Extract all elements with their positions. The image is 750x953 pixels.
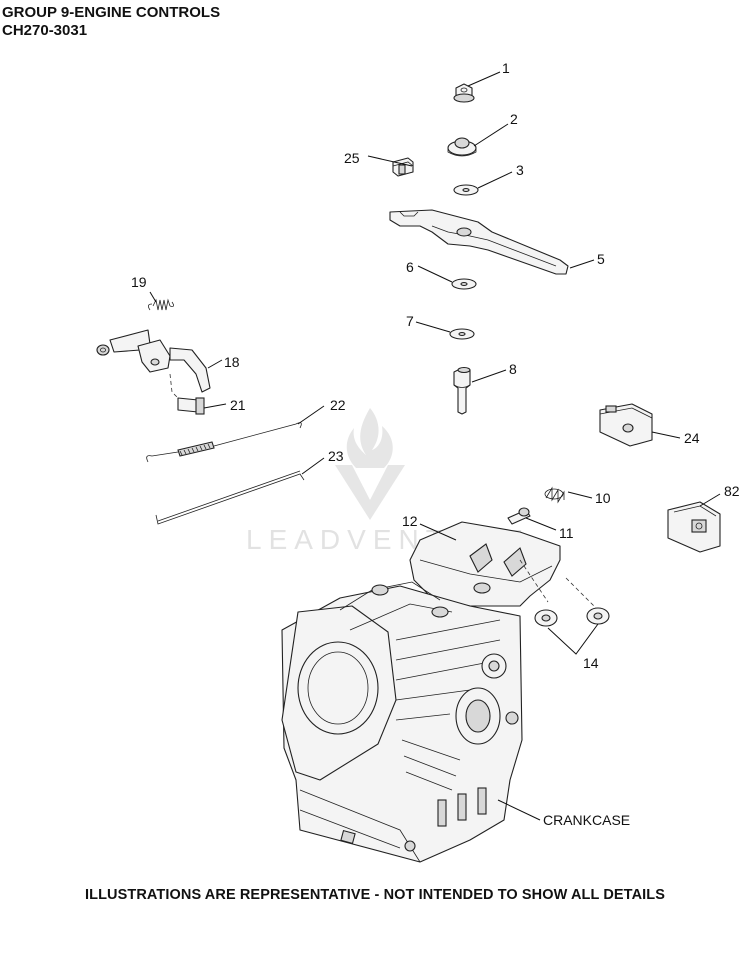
callout-8: 8 [509, 361, 517, 377]
callout-labels: 1 2 3 5 6 7 8 10 11 12 14 18 19 21 22 23… [131, 60, 740, 828]
leader-lines [149, 71, 721, 821]
part-1-nut [453, 83, 475, 103]
callout-3: 3 [516, 162, 524, 178]
callout-2: 2 [510, 111, 518, 127]
callout-11: 11 [559, 525, 574, 541]
callout-crankcase: CRANKCASE [543, 812, 630, 828]
callout-6: 6 [406, 259, 414, 275]
part-5-lever [389, 209, 569, 275]
callout-12: 12 [402, 513, 418, 529]
part-3-washer [453, 184, 479, 196]
page-title: GROUP 9-ENGINE CONTROLS [2, 4, 221, 21]
part-12-control-bracket [409, 521, 597, 609]
part-7-washer [449, 328, 475, 340]
part-24-bracket [599, 403, 653, 447]
part-22-spring-rod [146, 422, 302, 463]
callout-22: 22 [330, 397, 346, 413]
callout-14: 14 [583, 655, 599, 671]
part-8-shaft [453, 366, 471, 415]
part-2-spacer [447, 137, 477, 157]
part-11-bolt [507, 507, 531, 525]
part-82-bracket [667, 501, 721, 553]
callout-24: 24 [684, 430, 700, 446]
part-21-pin [177, 397, 205, 415]
callout-1: 1 [502, 60, 510, 76]
part-19-spring [148, 298, 174, 311]
callout-21: 21 [230, 397, 246, 413]
callout-82: 82 [724, 483, 740, 499]
callout-7: 7 [406, 313, 414, 329]
callout-19: 19 [131, 274, 147, 290]
part-18-lever-assembly [96, 329, 211, 399]
part-14-grommets [534, 607, 610, 627]
part-25-clip [392, 157, 414, 177]
callout-23: 23 [328, 448, 344, 464]
part-6-washer [451, 278, 477, 290]
part-23-rod [155, 470, 305, 525]
callout-25: 25 [344, 150, 360, 166]
callout-5: 5 [597, 251, 605, 267]
model-number: CH270-3031 [2, 22, 88, 39]
crankcase-assembly [281, 581, 523, 863]
part-10-spring [544, 486, 565, 504]
callout-10: 10 [595, 490, 611, 506]
callout-18: 18 [224, 354, 240, 370]
disclaimer-note: ILLUSTRATIONS ARE REPRESENTATIVE - NOT I… [85, 887, 665, 903]
